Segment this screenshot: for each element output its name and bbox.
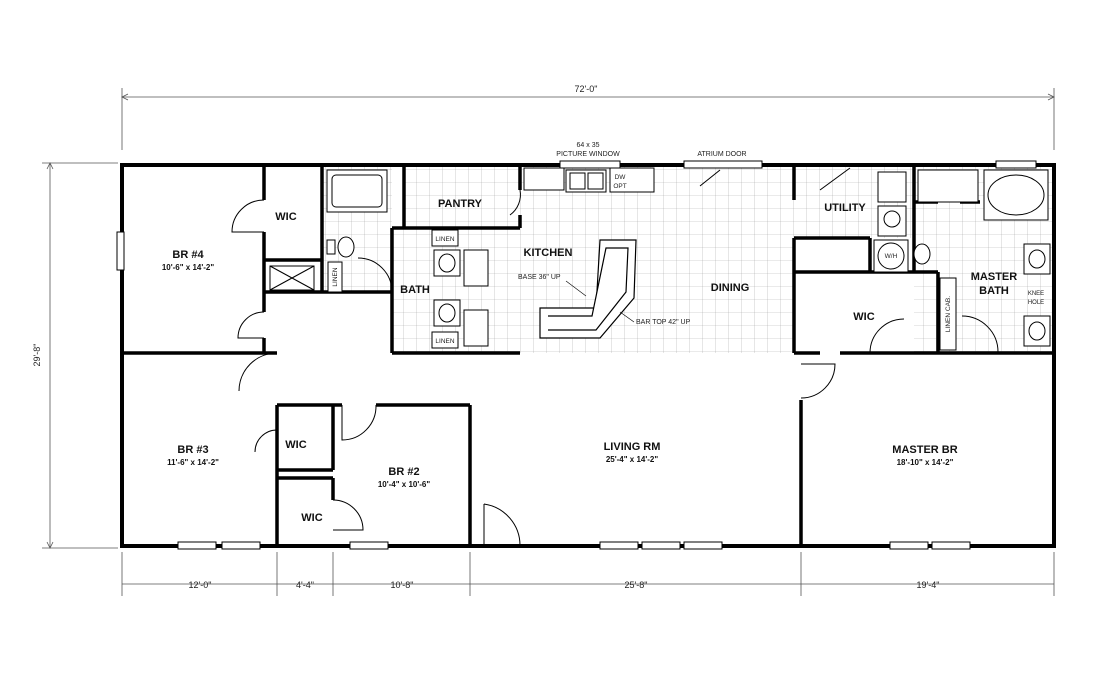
br2-name: BR #2	[388, 466, 419, 478]
dining-label: DINING	[711, 282, 750, 294]
living-room-name: LIVING RM	[604, 441, 661, 453]
dim-segment-1: 12'-0"	[189, 580, 212, 590]
kitchen-label: KITCHEN	[524, 247, 573, 259]
windows	[116, 160, 1037, 550]
opt-label: OPT	[613, 183, 626, 190]
wic-br2: WIC	[301, 512, 322, 524]
knee-hole-label-2: HOLE	[1028, 300, 1044, 306]
br3-size: 11'-6" x 14'-2"	[167, 458, 219, 467]
dim-segment-5: 19'-4"	[917, 580, 940, 590]
linen-cab-label: LINEN CAB.	[945, 296, 952, 332]
linen-bottom-label: LINEN	[435, 338, 454, 345]
overall-depth: 29'-8"	[32, 344, 42, 367]
living-room-size: 25'-4" x 14'-2"	[606, 455, 659, 464]
master-br-size: 18'-10" x 14'-2"	[897, 458, 954, 467]
wic-br3: WIC	[285, 439, 306, 451]
atrium-door-label: ATRIUM DOOR	[697, 151, 746, 158]
pantry-label: PANTRY	[438, 198, 483, 210]
dimension-lines	[42, 88, 1055, 596]
note-leaders	[565, 280, 635, 323]
bar-top-note: BAR TOP 42" UP	[636, 319, 691, 326]
kitchen-island	[539, 239, 637, 339]
wic-br4: WIC	[275, 211, 296, 223]
br3-name: BR #3	[177, 444, 208, 456]
fixtures	[269, 167, 1051, 351]
br4-name: BR #4	[172, 249, 204, 261]
bath-label: BATH	[400, 284, 430, 296]
wic-master: WIC	[853, 311, 874, 323]
overall-width: 72'-0"	[575, 84, 598, 94]
knee-hole-label-1: KNEE	[1028, 291, 1044, 297]
master-bath-label-1: MASTER	[971, 271, 1018, 283]
utility-label: UTILITY	[824, 202, 866, 214]
wh-label: W/H	[885, 253, 898, 260]
linen-top-label: LINEN	[435, 236, 454, 243]
master-bath-label-2: BATH	[979, 285, 1009, 297]
dim-segment-3: 10'-8"	[391, 580, 414, 590]
br2-size: 10'-4" x 10'-6"	[378, 480, 431, 489]
linen-vertical-label: LINEN	[332, 267, 339, 286]
doors	[231, 167, 999, 547]
master-br-name: MASTER BR	[892, 444, 957, 456]
dw-label: DW	[615, 174, 627, 181]
dim-segment-4: 25'-8"	[625, 580, 648, 590]
picture-window-label: PICTURE WINDOW	[556, 151, 620, 158]
base-note: BASE 36" UP	[518, 274, 561, 281]
dim-segment-2: 4'-4"	[296, 580, 314, 590]
picture-window-size: 64 x 35	[577, 142, 600, 149]
br4-size: 10'-6" x 14'-2"	[162, 263, 215, 272]
